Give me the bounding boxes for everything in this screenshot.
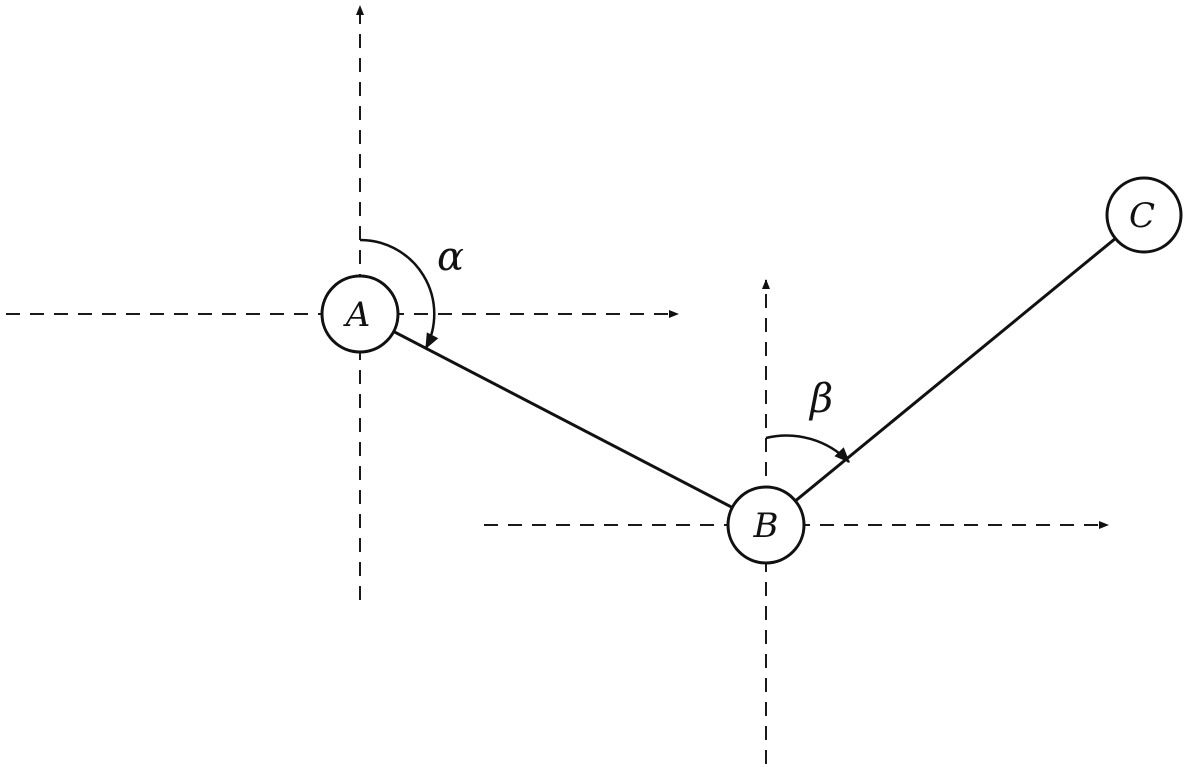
joint-b: B <box>726 485 806 565</box>
joint-a: A <box>320 274 400 354</box>
joint-b-label: B <box>753 506 779 546</box>
link-bc <box>765 213 1145 527</box>
beta-label: β <box>808 376 833 422</box>
alpha-label: α <box>437 234 464 280</box>
joint-c: C <box>1105 176 1183 254</box>
joint-a-circle <box>320 274 400 354</box>
joint-a-label: A <box>343 295 371 335</box>
joint-b-circle <box>726 485 806 565</box>
joint-c-label: C <box>1129 196 1155 236</box>
link-ab <box>359 312 767 527</box>
alpha-angle-arc <box>359 238 439 350</box>
beta-angle-arc <box>765 434 850 463</box>
joint-c-circle <box>1105 176 1183 254</box>
